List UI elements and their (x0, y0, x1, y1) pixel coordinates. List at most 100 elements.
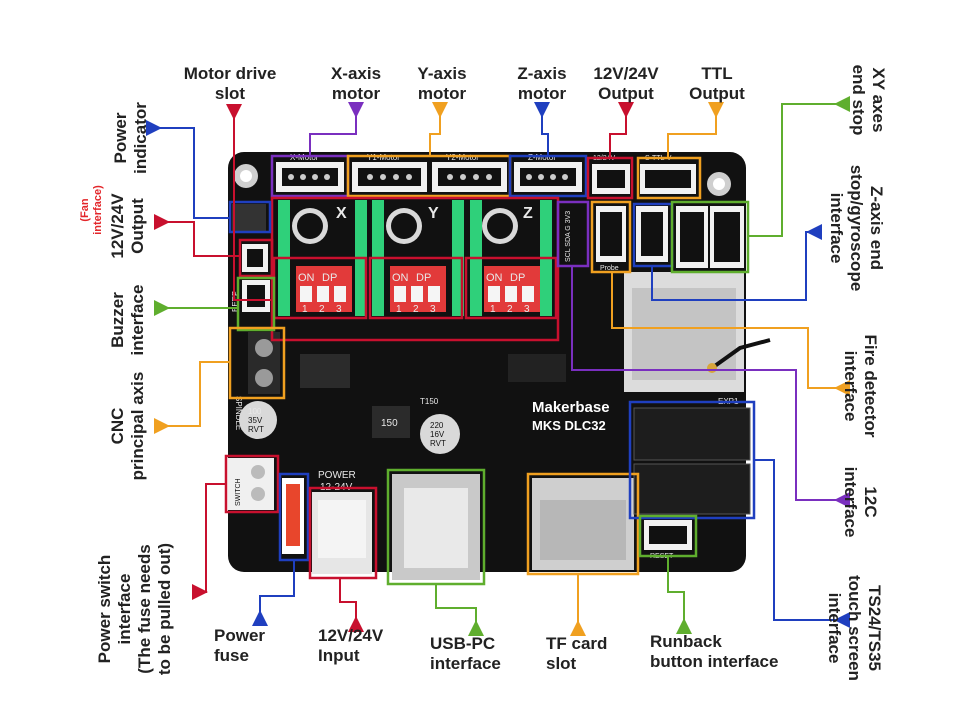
dc-jack (312, 492, 372, 574)
dip-2-y: 2 (413, 304, 419, 315)
leader-dc-jack (339, 578, 364, 632)
tf-slot (532, 478, 634, 570)
dip-2-x: 2 (319, 304, 325, 315)
leader-output-top (609, 102, 634, 158)
driver-slot-x (278, 200, 367, 316)
ttl-connector (640, 164, 696, 194)
dip-3-x: 3 (336, 304, 342, 315)
svg-text:RVT: RVT (430, 439, 446, 448)
label-cnc: CNC principal axis (108, 371, 147, 481)
svg-text:220: 220 (430, 421, 444, 430)
label-power-switch: Power switch interface (The fuse needs t… (95, 542, 174, 676)
label-runback: Runback button interface (650, 632, 779, 671)
usb-b-port (392, 474, 480, 580)
dip-on-x: ON (298, 272, 315, 284)
dip-2-z: 2 (507, 304, 513, 315)
label-y-motor: Y-axis motor (417, 64, 467, 103)
power-led-header (232, 204, 266, 232)
leader-runback (667, 556, 692, 634)
y1-motor-silk: Y1-Motor (367, 153, 400, 162)
leader-x-motor (309, 102, 364, 156)
label-z-endstop: Z-axis end stop/gyroscope interface (827, 164, 886, 292)
label-motor-drive-slot: Motor drive slot (183, 64, 277, 103)
axis-y-letter: Y (428, 205, 439, 222)
label-x-motor: X-axis motor (330, 64, 382, 103)
chip (508, 354, 566, 382)
leader-fire (611, 272, 850, 396)
box-driver-z (464, 256, 558, 320)
box-buzzer (236, 276, 276, 332)
spindle-silk: SPINDLE (234, 396, 243, 430)
capacitor (239, 401, 277, 439)
box-driver-y (368, 256, 464, 320)
capacitor-large (420, 414, 460, 454)
leader-left-output (154, 214, 240, 257)
cap-left-silk: 100 (248, 407, 262, 416)
leader-ttl (667, 102, 724, 158)
xy-endstop-connectors (676, 206, 744, 268)
probe-connector (596, 206, 626, 262)
leader-motor-drive-slot (226, 104, 272, 301)
leader-power-switch (192, 483, 226, 600)
box-tf (526, 472, 640, 576)
label-fire-detector: Fire detector interface (841, 334, 880, 438)
label-tf-card: TF card slot (546, 634, 608, 673)
z-motor-connector (514, 162, 582, 192)
output-top-connector (592, 164, 630, 194)
switch-silk: SWITCH (235, 478, 242, 506)
axis-x-letter: X (336, 205, 347, 222)
beep-silk: BEEP (231, 291, 240, 312)
y2-motor-silk: Y2-Motor (446, 153, 479, 162)
svg-text:35V: 35V (248, 416, 263, 425)
box-dc-jack (308, 486, 378, 580)
dip-on-y: ON (392, 272, 409, 284)
brand-name: Makerbase (532, 399, 610, 416)
leader-z-motor (534, 102, 550, 156)
inductor-silk: 150 (381, 418, 398, 429)
dip-1-z: 1 (490, 304, 496, 315)
label-power-fuse: Power fuse (214, 626, 266, 665)
inductor (372, 406, 410, 438)
y2-motor-connector (432, 162, 507, 192)
y1-motor-connector (352, 162, 427, 192)
leader-power-indicator (146, 120, 230, 219)
fuse (282, 478, 304, 554)
label-xy-endstop: XY axes end stop (849, 64, 888, 136)
dip-dp-z: DP (510, 272, 525, 284)
reset-connector (644, 520, 692, 550)
x-motor-connector (276, 162, 344, 192)
leader-xy-endstop (748, 96, 850, 237)
dip-dp-y: DP (416, 272, 431, 284)
chip-silk: T150 (420, 397, 439, 406)
esp32-module (624, 272, 771, 392)
svg-text:16V: 16V (430, 430, 445, 439)
leader-fuse (252, 560, 295, 626)
label-ttl: TTL Output (689, 64, 745, 103)
leader-cnc (154, 361, 230, 434)
dip-3-y: 3 (430, 304, 436, 315)
box-left-output (238, 238, 274, 278)
leader-usb (435, 584, 484, 636)
x-motor-silk: X-Motor (290, 153, 319, 162)
leader-i2c (571, 266, 850, 508)
exp-headers (633, 407, 751, 515)
i2c-silk: SCL SDA G 3V3 (565, 211, 572, 262)
model-name: MKS DLC32 (532, 418, 606, 433)
probe-silk: Probe (600, 265, 619, 272)
z-endstop-connector (636, 206, 668, 262)
dip-1-x: 1 (302, 304, 308, 315)
label-z-motor: Z-axis motor (517, 64, 567, 103)
dip-dp-x: DP (322, 272, 337, 284)
svg-text:RVT: RVT (248, 425, 264, 434)
z-motor-silk: Z-Motor (528, 153, 556, 162)
axis-z-letter: Z (523, 205, 533, 222)
switch-header (228, 458, 274, 510)
leader-y-motor (429, 102, 448, 156)
label-output-top: 12V/24V Output (593, 64, 659, 103)
label-i2c: 12C interface (841, 466, 880, 538)
regulator (300, 354, 350, 388)
leader-touch (754, 459, 850, 628)
spindle-terminal (248, 332, 280, 394)
dip-3-z: 3 (524, 304, 530, 315)
